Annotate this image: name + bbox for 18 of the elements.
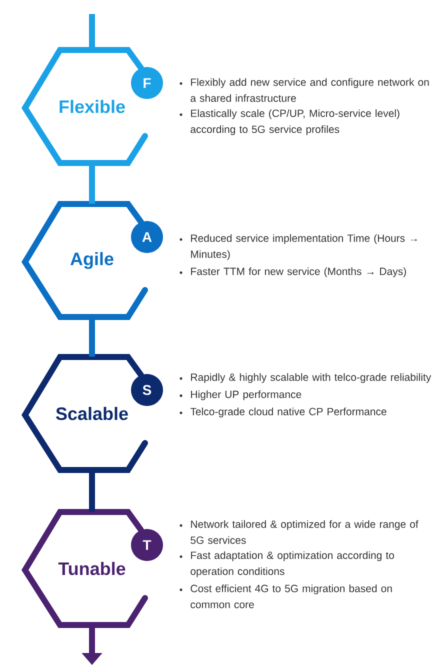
connector bbox=[89, 317, 95, 357]
bullet-item: Fast adaptation & optimization according to operation conditions bbox=[180, 551, 394, 578]
bullet-item: Cost efficient 4G to 5G migration based on common core bbox=[180, 584, 392, 608]
bullet-item: Elastically scale (CP/UP, Micro-service level) according to 5G service profiles bbox=[180, 109, 400, 136]
bullet-item: Rapidly & highly scalable with telco-grade reliability bbox=[180, 373, 432, 383]
bullet-item: Higher UP performance bbox=[180, 390, 302, 400]
connector bbox=[89, 163, 95, 204]
bullet-item: Flexibly add new service and configure network on a shared infrastructure bbox=[180, 78, 429, 102]
bullet-item: Faster TTM for new service (Months → Days) bbox=[180, 267, 406, 278]
bullet-item: Telco-grade cloud native CP Performance bbox=[180, 408, 386, 418]
bullet-item: Network tailored & optimized for a wide range of 5G services bbox=[180, 520, 418, 544]
connector bbox=[89, 14, 95, 50]
letter-badge: F bbox=[131, 67, 163, 99]
letter-badge: S bbox=[131, 374, 163, 406]
connector bbox=[89, 470, 95, 512]
bullet-item: Reduced service implementation Time (Hours → Minutes) bbox=[180, 234, 417, 260]
letter-badge: A bbox=[131, 221, 163, 253]
letter-badge: T bbox=[131, 529, 163, 561]
